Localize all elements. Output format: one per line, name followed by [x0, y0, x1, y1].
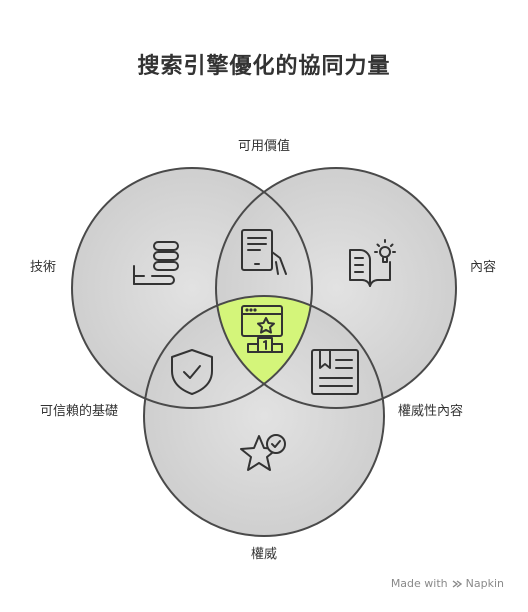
brand-text: Napkin	[465, 577, 504, 590]
tablet-touch-icon	[241, 229, 287, 275]
document-bookmark-icon	[311, 349, 359, 395]
star-check-icon	[240, 434, 286, 471]
label-authoritative-content: 權威性內容	[398, 404, 464, 419]
shield-check-icon	[171, 349, 213, 395]
footer-watermark: Made with Napkin	[391, 577, 504, 590]
napkin-logo-icon	[452, 579, 462, 588]
label-content: 內容	[470, 260, 497, 275]
server-hand-icon	[133, 241, 179, 285]
circle-authority	[144, 296, 384, 536]
diagram-title: 搜索引擎優化的協同力量	[137, 54, 391, 79]
label-trusted-foundation: 可信賴的基礎	[40, 404, 119, 419]
label-technology: 技術	[30, 260, 57, 275]
made-with-text: Made with	[390, 577, 448, 590]
label-authority: 權威	[250, 547, 277, 562]
ranking-podium-icon	[241, 305, 283, 353]
label-usable-value: 可用價值	[237, 139, 290, 154]
book-lightbulb-icon	[349, 239, 396, 287]
